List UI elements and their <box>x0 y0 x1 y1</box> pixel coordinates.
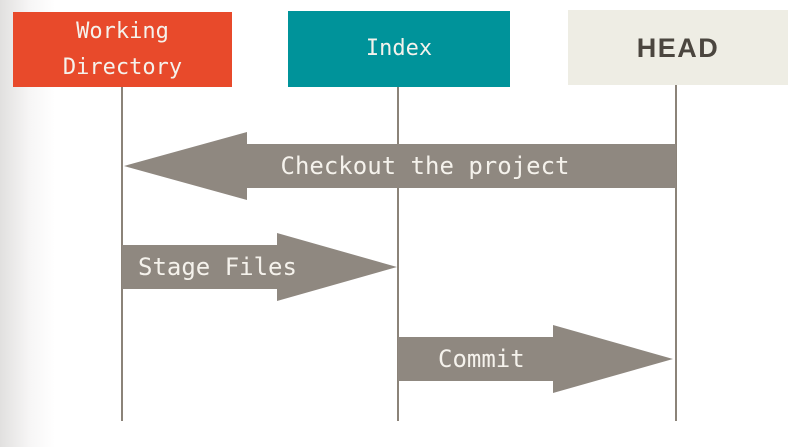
working-directory-box: Working Directory <box>13 12 232 87</box>
stage-files-arrow-shape <box>122 233 397 301</box>
index-box: Index <box>288 11 510 87</box>
index-lifeline <box>397 87 399 421</box>
head-box: HEAD <box>568 10 788 85</box>
stage-files-arrow-label: Stage Files <box>138 253 297 281</box>
commit-arrow-label: Commit <box>438 345 525 373</box>
checkout-arrow-label: Checkout the project <box>280 152 570 180</box>
head-lifeline <box>675 85 677 421</box>
commit-arrow-shape <box>398 325 673 393</box>
checkout-arrow-shape <box>124 132 676 200</box>
